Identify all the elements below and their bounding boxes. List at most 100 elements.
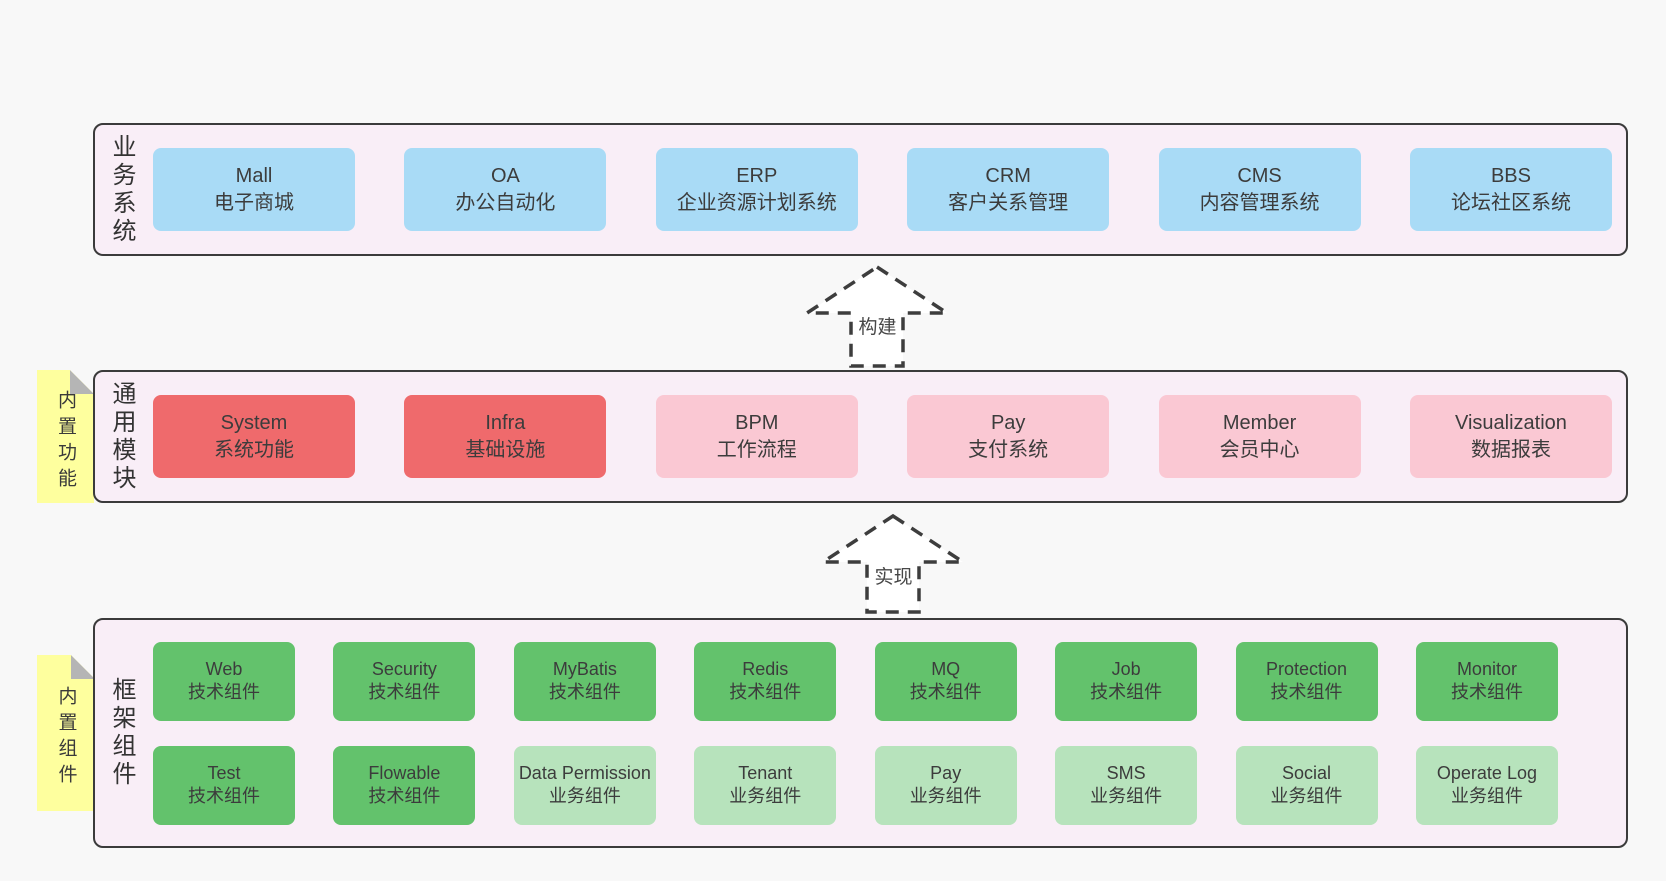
box-title: System [220,411,288,434]
box-title: Protection [1266,659,1348,679]
box-subtitle: 工作流程 [716,438,797,461]
note-builtin-components: 内置组件 [37,655,95,811]
component-box-pay: Pay 支付系统 [907,395,1110,478]
component-box-security: Security 技术组件 [333,641,476,721]
box-subtitle: 技术组件 [1090,682,1163,702]
component-box-visualization: Visualization 数据报表 [1409,395,1612,478]
component-box-crm: CRM 客户关系管理 [907,148,1110,231]
box-subtitle: 技术组件 [548,682,621,702]
component-box-social: Social 业务组件 [1235,745,1378,825]
note-fold-corner-icon [70,370,94,394]
box-title: OA [490,164,520,187]
box-subtitle: 支付系统 [968,438,1049,461]
box-title: SMS [1106,763,1146,783]
box-title: Member [1222,411,1297,434]
arrow-build-label: 构建 [858,317,897,338]
component-box-protection: Protection 技术组件 [1235,641,1378,721]
box-title: BPM [735,411,779,434]
box-subtitle: 内容管理系统 [1199,191,1320,214]
box-title: Pay [930,763,962,783]
box-title: Mall [235,164,273,187]
box-subtitle: 技术组件 [909,682,982,702]
component-box-erp: ERP 企业资源计划系统 [655,148,858,231]
component-box-pay: Pay 业务组件 [874,745,1017,825]
component-box-bbs: BBS 论坛社区系统 [1409,148,1612,231]
box-title: Infra [485,411,526,434]
box-subtitle: 客户关系管理 [948,191,1069,214]
up-arrow-dashed-icon [801,264,953,368]
component-box-infra: Infra 基础设施 [404,395,607,478]
box-subtitle: 技术组件 [729,682,802,702]
box-title: MyBatis [552,659,617,679]
box-title: Operate Log [1436,763,1537,783]
box-subtitle: 技术组件 [368,682,441,702]
box-subtitle: 数据报表 [1470,438,1551,461]
box-title: Tenant [738,763,793,783]
box-title: Data Permission [518,763,651,783]
box-title: Monitor [1456,659,1517,679]
component-box-cms: CMS 内容管理系统 [1158,148,1361,231]
box-title: Job [1111,659,1141,679]
component-box-monitor: Monitor 技术组件 [1415,641,1558,721]
box-subtitle: 办公自动化 [455,191,556,214]
box-subtitle: 技术组件 [188,786,260,806]
component-box-tenant: Tenant 业务组件 [694,745,837,825]
arrow-implement-label: 实现 [874,567,913,588]
component-box-oa: OA 办公自动化 [404,148,607,231]
layer-label-framework-components: 框架组件 [108,677,135,789]
note-builtin-features: 内置功能 [37,370,94,503]
box-subtitle: 技术组件 [1270,682,1343,702]
box-subtitle: 会员中心 [1219,438,1300,461]
component-box-redis: Redis 技术组件 [694,641,837,721]
up-arrow-dashed-icon [817,513,969,614]
box-title: MQ [931,659,961,679]
component-box-sms: SMS 业务组件 [1055,745,1198,825]
box-title: CRM [985,164,1031,187]
box-title: Flowable [368,763,441,783]
box-subtitle: 业务组件 [548,786,621,806]
component-box-bpm: BPM 工作流程 [655,395,858,478]
component-box-mq: MQ 技术组件 [874,641,1017,721]
box-title: Redis [742,659,789,679]
box-title: Social [1282,763,1332,783]
box-title: ERP [736,164,778,187]
component-box-flowable: Flowable 技术组件 [333,745,476,825]
component-box-mybatis: MyBatis 技术组件 [513,641,656,721]
note-builtin-components-text: 内置组件 [55,686,77,790]
box-subtitle: 技术组件 [188,682,260,702]
box-subtitle: 论坛社区系统 [1450,191,1571,214]
layer-label-common-modules: 通用模块 [108,380,135,493]
component-box-member: Member 会员中心 [1158,395,1361,478]
box-subtitle: 技术组件 [368,786,441,806]
box-subtitle: 业务组件 [1090,786,1163,806]
box-title: Visualization [1454,411,1567,434]
note-fold-corner-icon [71,655,95,679]
box-subtitle: 技术组件 [1450,682,1523,702]
component-box-job: Job 技术组件 [1055,641,1198,721]
box-title: Security [371,659,437,679]
box-subtitle: 业务组件 [1270,786,1343,806]
box-subtitle: 业务组件 [909,786,982,806]
note-builtin-features-text: 内置功能 [55,389,76,494]
arrow-implement: 实现 [806,509,981,619]
box-subtitle: 基础设施 [465,438,546,461]
box-title: CMS [1237,164,1282,187]
box-subtitle: 业务组件 [729,786,802,806]
box-title: BBS [1490,164,1531,187]
box-subtitle: 企业资源计划系统 [676,191,837,214]
component-box-data-permission: Data Permission 业务组件 [513,745,656,825]
box-title: Pay [990,411,1026,434]
